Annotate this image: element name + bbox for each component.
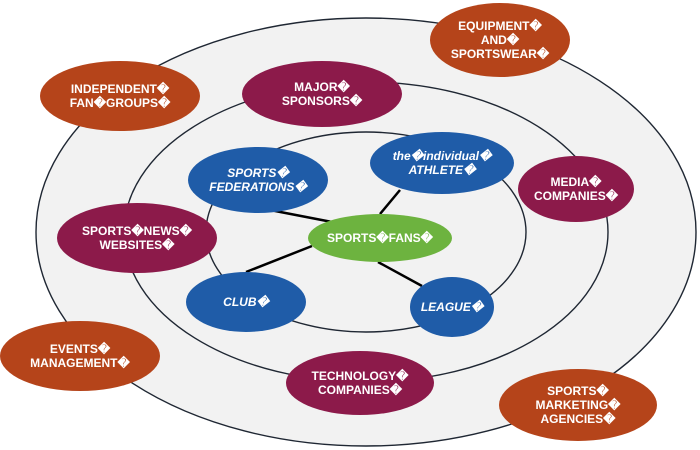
node-media-companies: MEDIA�COMPANIES� xyxy=(518,156,634,222)
node-sports-news-websites: SPORTS�NEWS�WEBSITES� xyxy=(57,203,217,273)
node-technology-companies-label-2: COMPANIES� xyxy=(318,382,403,397)
node-independent-fan-groups-shape xyxy=(40,61,200,131)
node-technology-companies-shape xyxy=(286,351,434,415)
node-individual-athlete: the�individual�ATHLETE� xyxy=(370,132,514,194)
node-media-companies-label-2: COMPANIES� xyxy=(534,188,619,203)
node-equipment-sportswear: EQUIPMENT�AND�SPORTSWEAR� xyxy=(430,3,570,77)
node-equipment-sportswear-label-1: EQUIPMENT� xyxy=(458,18,542,33)
node-sports-news-websites-shape xyxy=(57,203,217,273)
node-events-management-label-2: MANAGEMENT� xyxy=(30,355,130,370)
node-sports-marketing-agencies-label-1: SPORTS� xyxy=(547,383,609,398)
node-events-management-label-1: EVENTS� xyxy=(50,341,111,356)
node-sports-marketing-agencies-label-2: MARKETING� xyxy=(536,397,622,412)
node-independent-fan-groups-label-1: INDEPENDENT� xyxy=(71,81,170,96)
node-events-management: EVENTS�MANAGEMENT� xyxy=(0,321,160,391)
node-equipment-sportswear-label-2: AND� xyxy=(481,32,520,47)
connector-league xyxy=(377,260,423,288)
node-technology-companies: TECHNOLOGY�COMPANIES� xyxy=(286,351,434,415)
node-individual-athlete-label-1: the�individual� xyxy=(393,148,493,163)
node-major-sponsors-label-1: MAJOR� xyxy=(294,79,350,94)
node-major-sponsors-shape xyxy=(242,61,402,127)
node-sports-news-websites-label-1: SPORTS�NEWS� xyxy=(82,223,193,238)
node-sports-federations-shape xyxy=(188,147,328,213)
node-sports-marketing-agencies: SPORTS�MARKETING�AGENCIES� xyxy=(499,369,657,441)
node-equipment-sportswear-shape xyxy=(430,3,570,77)
node-center: SPORTS�FANS� xyxy=(308,214,452,262)
node-sports-news-websites-label-2: WEBSITES� xyxy=(100,237,176,252)
node-club-shape xyxy=(186,272,306,332)
node-independent-fan-groups-label-2: FAN�GROUPS� xyxy=(70,95,171,110)
node-major-sponsors-label-2: SPONSORS� xyxy=(282,93,363,108)
node-media-companies-shape xyxy=(518,156,634,222)
node-sports-federations-label-2: FEDERATIONS� xyxy=(209,179,308,194)
node-individual-athlete-shape xyxy=(370,132,514,194)
node-club-label-1: CLUB� xyxy=(223,294,270,309)
node-league: LEAGUE� xyxy=(410,277,494,337)
node-center-label-1: SPORTS�FANS� xyxy=(327,230,434,245)
node-independent-fan-groups: INDEPENDENT�FAN�GROUPS� xyxy=(40,61,200,131)
connector-athlete xyxy=(379,189,401,215)
node-technology-companies-label-1: TECHNOLOGY� xyxy=(312,368,410,383)
node-league-shape xyxy=(410,277,494,337)
node-sports-marketing-agencies-shape xyxy=(499,369,657,441)
node-events-management-shape xyxy=(0,321,160,391)
node-club: CLUB� xyxy=(186,272,306,332)
node-sports-federations: SPORTS�FEDERATIONS� xyxy=(188,147,328,213)
connectors xyxy=(245,189,423,288)
node-equipment-sportswear-label-3: SPORTSWEAR� xyxy=(451,46,550,61)
node-sports-marketing-agencies-label-3: AGENCIES� xyxy=(541,411,617,426)
node-major-sponsors: MAJOR�SPONSORS� xyxy=(242,61,402,127)
node-sports-federations-label-1: SPORTS� xyxy=(227,165,290,180)
nodes: EQUIPMENT�AND�SPORTSWEAR� INDEPENDENT�FAN… xyxy=(0,3,657,441)
connector-federations xyxy=(269,208,333,224)
node-center-shape xyxy=(308,214,452,262)
node-league-label-1: LEAGUE� xyxy=(421,299,485,314)
node-media-companies-label-1: MEDIA� xyxy=(551,174,603,189)
connector-club xyxy=(245,244,313,274)
node-individual-athlete-label-2: ATHLETE� xyxy=(408,162,477,177)
